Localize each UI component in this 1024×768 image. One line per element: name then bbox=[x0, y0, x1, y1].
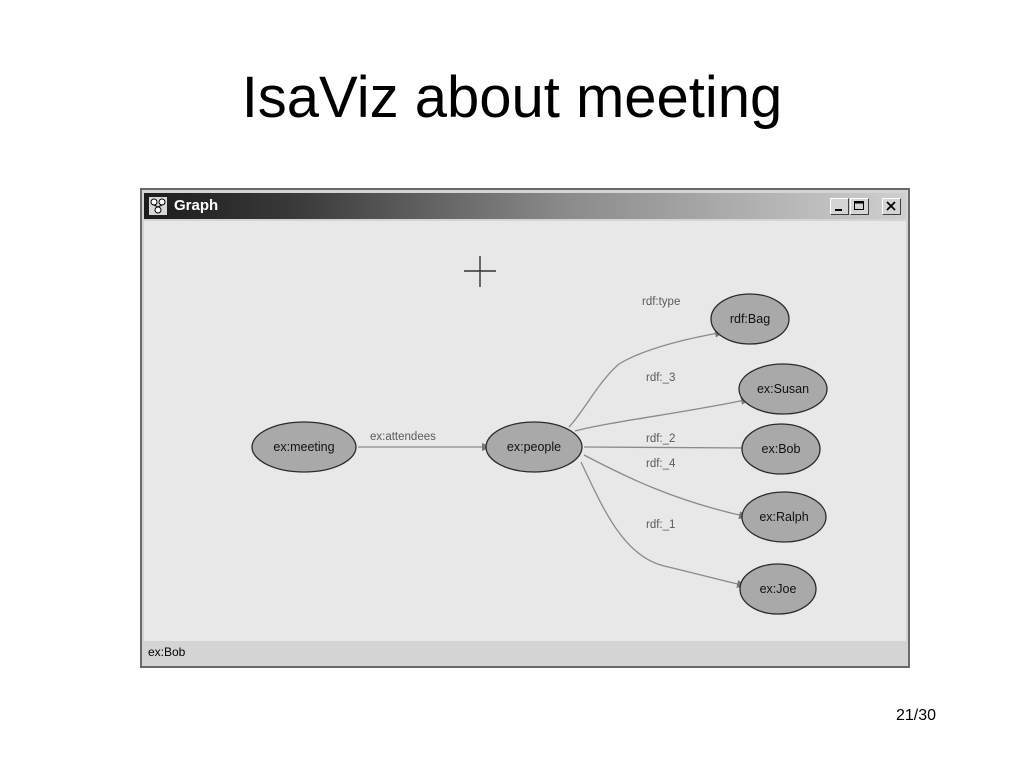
edge-label-rdf-1: rdf:_1 bbox=[646, 519, 675, 531]
edge-rdf-2[interactable] bbox=[583, 443, 753, 452]
node-label-meeting: ex:meeting bbox=[273, 440, 334, 454]
status-text: ex:Bob bbox=[148, 645, 186, 659]
edge-label-attendees: ex:attendees bbox=[370, 431, 436, 443]
node-bag[interactable]: rdf:Bag bbox=[710, 293, 790, 345]
status-bar: ex:Bob bbox=[144, 642, 906, 664]
graph-window: Graph bbox=[140, 188, 910, 668]
node-ralph[interactable]: ex:Ralph bbox=[741, 491, 827, 543]
rdf-graph[interactable]: ex:attendees rdf:type rdf:_3 rdf:_2 rdf:… bbox=[144, 221, 906, 641]
node-label-ralph: ex:Ralph bbox=[759, 510, 808, 524]
node-meeting[interactable]: ex:meeting bbox=[251, 421, 357, 473]
window-titlebar[interactable]: Graph bbox=[144, 193, 906, 219]
page-number: 21/30 bbox=[896, 707, 937, 724]
edge-rdf-1[interactable] bbox=[580, 461, 747, 588]
node-label-bob: ex:Bob bbox=[762, 442, 801, 456]
crosshair-icon bbox=[464, 256, 496, 287]
window-title: Graph bbox=[174, 197, 219, 214]
node-people[interactable]: ex:people bbox=[485, 421, 583, 473]
edge-label-rdf-3: rdf:_3 bbox=[646, 372, 675, 384]
node-label-people: ex:people bbox=[507, 440, 561, 454]
minimize-icon bbox=[835, 209, 842, 211]
maximize-button[interactable] bbox=[850, 198, 869, 215]
close-icon bbox=[886, 201, 896, 211]
minimize-button[interactable] bbox=[830, 198, 849, 215]
node-label-joe: ex:Joe bbox=[760, 582, 797, 596]
edge-rdf-4[interactable] bbox=[583, 454, 749, 520]
edge-rdf-3[interactable] bbox=[574, 396, 751, 432]
node-susan[interactable]: ex:Susan bbox=[738, 363, 828, 415]
edge-label-rdf-type: rdf:type bbox=[642, 296, 680, 308]
maximize-icon bbox=[854, 201, 864, 210]
edge-rdf-type[interactable] bbox=[568, 329, 725, 428]
slide-title: IsaViz about meeting bbox=[241, 65, 783, 130]
node-label-susan: ex:Susan bbox=[757, 382, 809, 396]
node-bob[interactable]: ex:Bob bbox=[741, 423, 821, 475]
network-graph-icon bbox=[149, 197, 167, 215]
node-label-bag: rdf:Bag bbox=[730, 312, 770, 326]
graph-canvas[interactable]: ex:attendees rdf:type rdf:_3 rdf:_2 rdf:… bbox=[144, 221, 906, 641]
edge-label-rdf-2: rdf:_2 bbox=[646, 433, 675, 445]
close-button[interactable] bbox=[882, 198, 901, 215]
node-joe[interactable]: ex:Joe bbox=[739, 563, 817, 615]
edge-label-rdf-4: rdf:_4 bbox=[646, 458, 676, 470]
